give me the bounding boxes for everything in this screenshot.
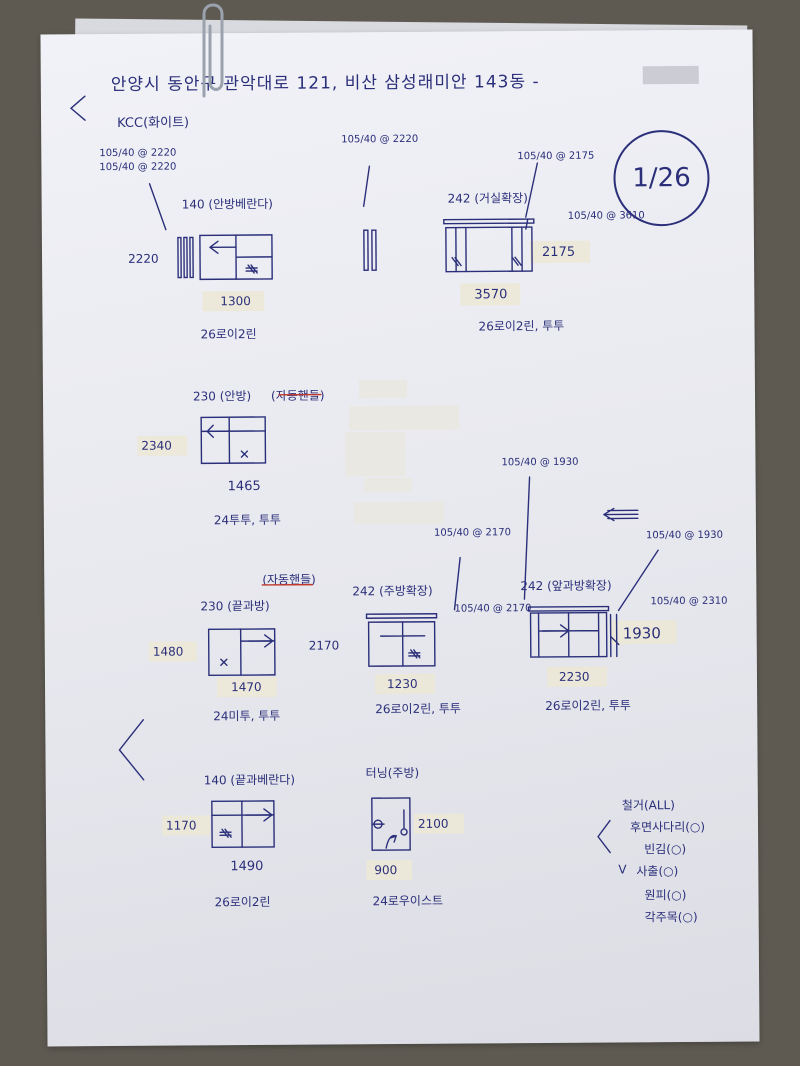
bracket-mark	[597, 819, 611, 854]
paper-clip-icon	[202, 3, 224, 98]
w3-frame	[445, 226, 533, 273]
w4-frame	[200, 416, 267, 465]
window-sketches	[69, 95, 659, 854]
arrow-mark	[603, 507, 639, 522]
w5-frame	[207, 628, 276, 677]
document-sheet: 안양시 동안구 관악대로 121, 비산 삼성래미안 143동 - KCC(화이…	[40, 29, 760, 1047]
bracket-mark	[69, 95, 86, 121]
w8-frame	[211, 800, 275, 849]
w6-frame	[367, 621, 436, 667]
bracket-mark	[118, 719, 145, 781]
